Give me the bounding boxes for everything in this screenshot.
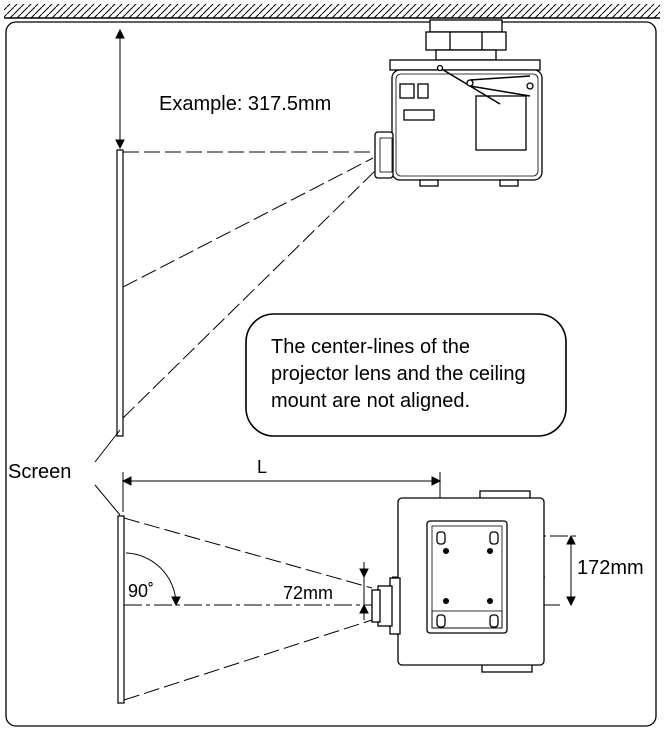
callout-box <box>245 313 567 437</box>
projection-lines-side <box>122 151 379 419</box>
lens-offset-dimension <box>359 562 369 620</box>
vertical-offset-dimension <box>566 534 576 607</box>
ceiling <box>4 4 660 19</box>
callout-line-1: The center-lines of the <box>271 336 470 358</box>
projection-lines-top <box>123 517 373 701</box>
outer-frame <box>5 21 657 727</box>
projector-side-view <box>374 19 543 187</box>
callout-line-3: mount are not aligned. <box>271 390 471 412</box>
angle-label: 90˚ <box>128 581 155 601</box>
screen-leader-line-2 <box>94 484 121 516</box>
vertical-offset-label: 172mm <box>577 557 644 579</box>
example-dimension-label: Example: 317.5mm <box>159 93 332 115</box>
callout-text: The center-lines of the projector lens a… <box>271 334 526 415</box>
screen-side <box>116 149 124 437</box>
lens-offset-label: 72mm <box>283 583 334 603</box>
screen-label: Screen <box>8 461 72 483</box>
callout-line-2: projector lens and the ceiling <box>271 363 526 385</box>
distance-dimension <box>121 472 442 530</box>
screen-top <box>117 515 125 704</box>
screen-leader-line <box>94 429 121 463</box>
distance-label: L <box>257 457 268 477</box>
projector-top-view <box>371 490 545 673</box>
side-view-dimension-arrow <box>115 28 125 150</box>
angle-arc <box>125 552 181 607</box>
